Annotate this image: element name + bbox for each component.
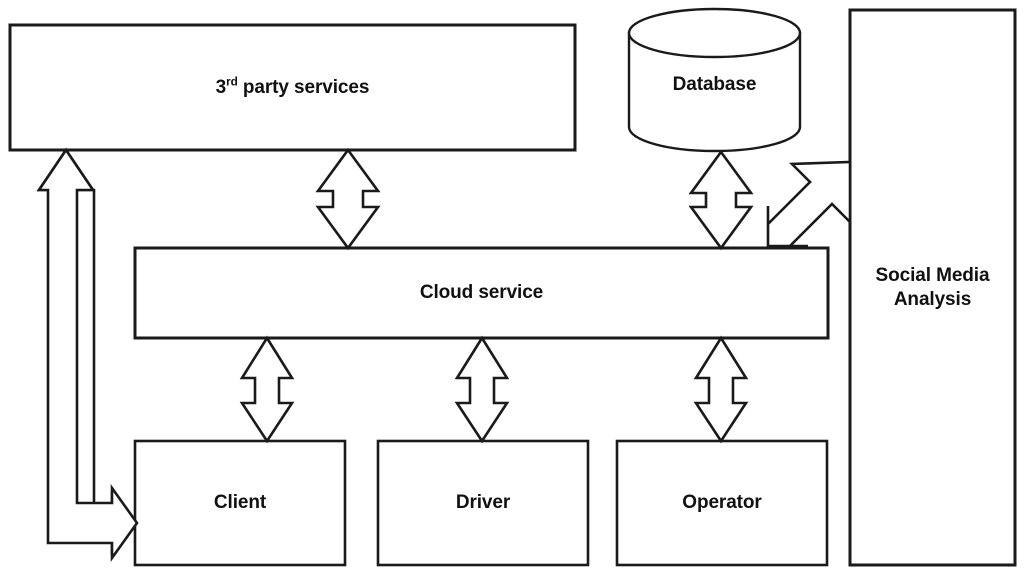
- node-client[interactable]: [133, 439, 347, 567]
- node-third-party-services[interactable]: [8, 23, 577, 152]
- node-social-media-analysis[interactable]: [848, 8, 1017, 567]
- connector-cloud-to-driver[interactable]: [454, 335, 510, 444]
- connector-third-party-to-cloud[interactable]: [315, 147, 381, 251]
- connector-database-to-cloud[interactable]: [688, 149, 754, 251]
- connector-cloud-to-operator[interactable]: [693, 335, 749, 444]
- connector-cloud-to-social-media[interactable]: [766, 160, 852, 248]
- node-cloud-service[interactable]: [133, 246, 830, 340]
- node-database[interactable]: [627, 7, 802, 153]
- node-driver[interactable]: [376, 439, 590, 567]
- connector-client-to-third-party-outline: [36, 147, 139, 563]
- node-operator[interactable]: [615, 439, 829, 567]
- connector-cloud-to-client[interactable]: [239, 335, 295, 444]
